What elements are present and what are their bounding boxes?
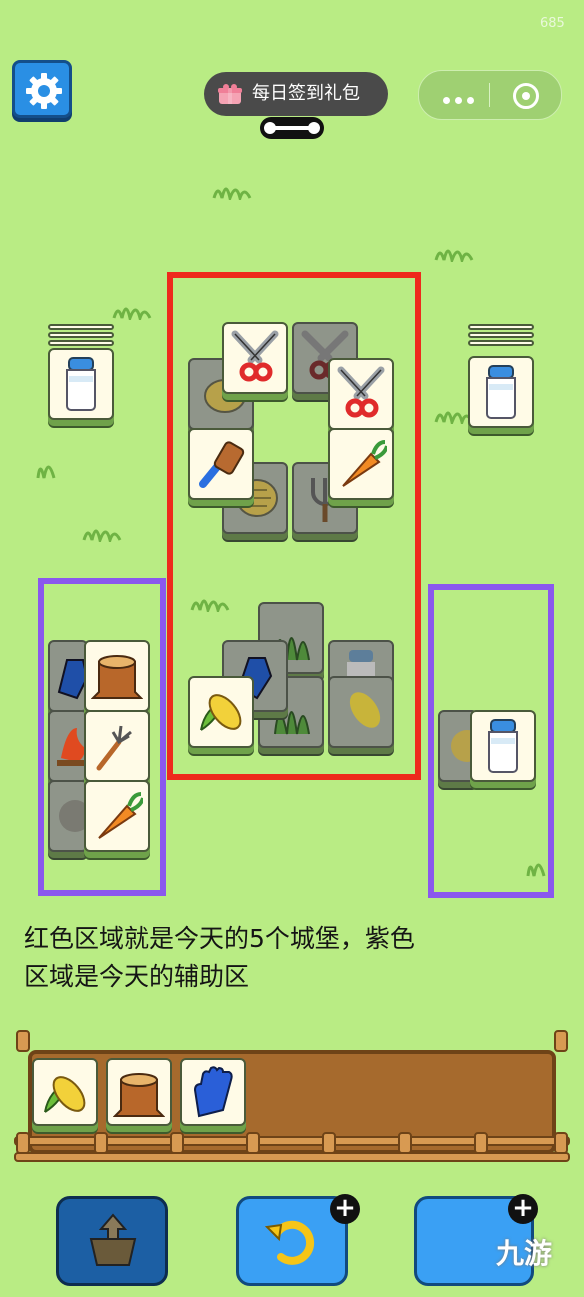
rock-icon (59, 800, 89, 832)
tile-stack-edge (48, 332, 114, 338)
pitchfork-icon (96, 725, 132, 771)
daily-gift-label: 每日签到礼包 (252, 83, 360, 104)
drag-handle (260, 117, 324, 139)
tile-campfire (48, 710, 88, 782)
shears-icon (231, 330, 279, 382)
tray-slot-tree-stump (106, 1058, 172, 1126)
gear-icon (26, 73, 62, 109)
milk-bottle-icon (66, 357, 96, 411)
undo-plus-icon: + (330, 1194, 360, 1224)
tile-stack-edge (468, 340, 534, 346)
daily-gift-button[interactable]: 每日签到礼包 (204, 72, 388, 116)
undo-button[interactable] (236, 1196, 348, 1286)
caption-line-1: 红色区域就是今天的5个城堡，紫色 (24, 924, 415, 953)
caption-line-2: 区域是今天的辅助区 (24, 962, 250, 991)
tile-stack-edge (468, 324, 534, 330)
shears-icon (301, 330, 349, 380)
corn-icon (44, 1076, 86, 1113)
grass-icon (434, 411, 474, 424)
close-mini-program-button[interactable] (513, 83, 539, 109)
grass-icon (190, 599, 230, 612)
tile-shears[interactable] (328, 358, 394, 430)
pop-out-icon (89, 1213, 137, 1266)
glove-icon (193, 1066, 233, 1118)
tile-brush[interactable] (188, 428, 254, 500)
caption-text: 红色区域就是今天的5个城堡，紫色 区域是今天的辅助区 (24, 920, 564, 996)
campfire-icon (57, 728, 87, 766)
fps-counter: 685 (540, 16, 565, 31)
more-menu-button[interactable] (443, 89, 479, 108)
grass-icon (434, 249, 474, 262)
tile-milk[interactable] (470, 710, 536, 782)
tile-milk[interactable] (48, 348, 114, 420)
tile-tray (14, 1030, 570, 1170)
tile-stack-edge (468, 332, 534, 338)
grass-icon (82, 529, 122, 542)
shears-icon (337, 366, 385, 418)
tile-shears[interactable] (222, 322, 288, 394)
corn-icon (200, 694, 242, 731)
watermark: 九游 (496, 1237, 553, 1270)
grass-icon (212, 187, 252, 200)
tile-stack-edge (48, 324, 114, 330)
remove-tiles-button[interactable] (56, 1196, 168, 1286)
undo-icon (264, 1220, 315, 1265)
tile-carrot[interactable] (328, 428, 394, 500)
grass-icon (36, 465, 56, 479)
tile-corn (328, 676, 394, 748)
helper-area-right-highlight (428, 584, 554, 898)
brush-icon (199, 441, 245, 488)
carrot-icon (98, 792, 143, 839)
milk-bottle-icon (486, 365, 516, 419)
tree-stump-icon (91, 655, 143, 699)
tile-hay-bale (188, 358, 254, 430)
grass-icon (112, 307, 152, 320)
tile-corn[interactable] (188, 676, 254, 748)
grass-icon (526, 863, 546, 877)
milk-bottle-icon (488, 719, 518, 773)
tree-stump-icon (113, 1073, 165, 1117)
carrot-icon (342, 440, 387, 487)
grass-tuft-icon (274, 711, 310, 735)
helper-area-left-highlight (38, 578, 166, 896)
tile-milk[interactable] (468, 356, 534, 428)
corn-icon (349, 692, 381, 728)
settings-button[interactable] (12, 60, 72, 118)
shuffle-plus-icon: + (508, 1194, 538, 1224)
castle-area-highlight (167, 272, 421, 780)
gift-icon (218, 84, 242, 104)
tile-carrot[interactable] (84, 780, 150, 852)
tile-stack-edge (48, 340, 114, 346)
tray-slot-corn (32, 1058, 98, 1126)
tray-slot-blue-glove (180, 1058, 246, 1126)
mini-program-capsule (418, 70, 562, 120)
